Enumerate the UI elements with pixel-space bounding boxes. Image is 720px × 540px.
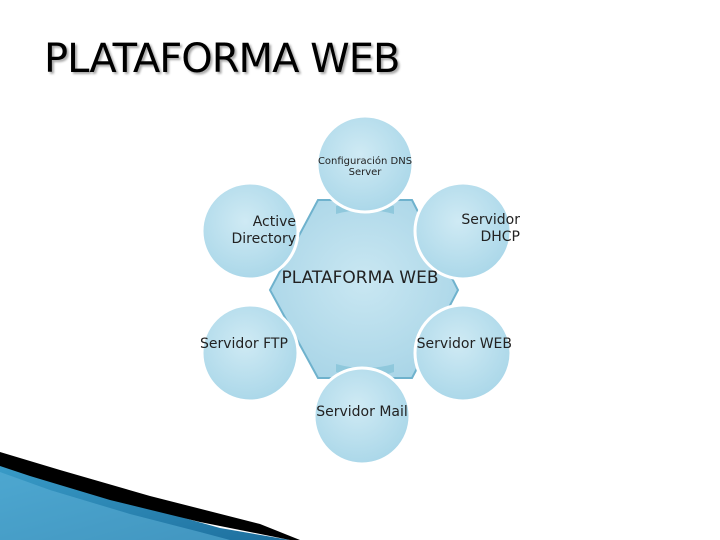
node-mail xyxy=(312,366,412,466)
node-label-web: Servidor WEB xyxy=(416,336,512,352)
decorative-swoosh xyxy=(0,452,300,540)
node-ad xyxy=(200,181,300,281)
hub-label: PLATAFORMA WEB xyxy=(281,268,439,288)
swoosh-light xyxy=(0,472,230,540)
node-dns xyxy=(315,114,415,214)
node-label-dhcp: Servidor DHCP xyxy=(461,212,520,245)
node-circle-mail xyxy=(312,366,412,466)
node-label-ftp: Servidor FTP xyxy=(200,336,288,352)
hub-shape xyxy=(268,199,460,379)
slide-title: PLATAFORMA WEB xyxy=(44,36,400,82)
node-circle-web xyxy=(413,303,513,403)
node-web xyxy=(413,303,513,403)
node-ftp xyxy=(200,303,300,403)
node-circle-ad xyxy=(200,181,300,281)
node-circle-dhcp xyxy=(413,181,513,281)
node-circle-ftp xyxy=(200,303,300,403)
node-label-ad: Active Directory xyxy=(231,214,296,247)
node-dhcp xyxy=(413,181,513,281)
node-label-mail: Servidor Mail xyxy=(316,404,408,420)
node-label-dns: Configuración DNS Server xyxy=(317,156,413,178)
swoosh-black xyxy=(0,452,300,540)
node-circle-dns xyxy=(315,114,415,214)
